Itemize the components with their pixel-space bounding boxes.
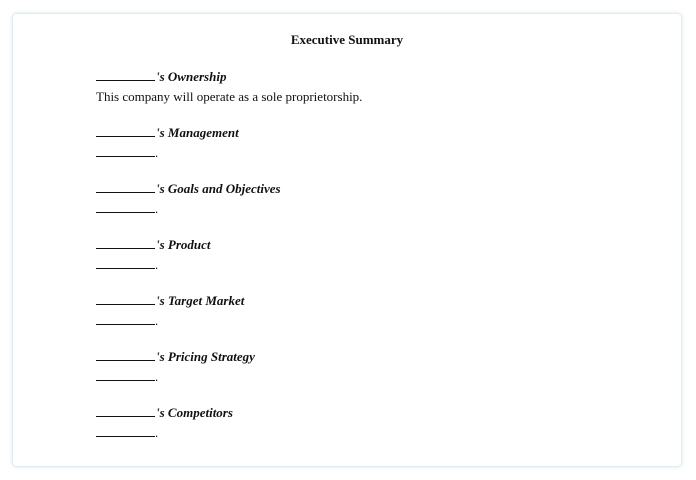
section-body-text: .	[155, 369, 159, 384]
section-heading-text: 's Competitors	[156, 405, 233, 420]
section-goals: 's Goals and Objectives .	[96, 180, 616, 218]
section-heading: 's Competitors	[96, 404, 616, 422]
document-page: Executive Summary 's Ownership This comp…	[13, 14, 681, 466]
document-title: Executive Summary	[290, 32, 404, 47]
fill-in-blank[interactable]	[96, 145, 155, 157]
section-management: 's Management .	[96, 124, 616, 162]
section-body-text: .	[155, 145, 159, 160]
fill-in-blank[interactable]	[96, 125, 155, 137]
section-body: This company will operate as a sole prop…	[96, 89, 363, 104]
section-body: .	[96, 256, 616, 274]
section-heading: 's Goals and Objectives	[96, 180, 616, 198]
section-body-text: .	[155, 201, 159, 216]
fill-in-blank[interactable]	[96, 293, 155, 305]
section-ownership: 's Ownership This company will operate a…	[96, 68, 616, 106]
section-body: .	[96, 424, 616, 442]
section-product: 's Product .	[96, 236, 616, 274]
fill-in-blank[interactable]	[96, 257, 155, 269]
fill-in-blank[interactable]	[96, 405, 155, 417]
section-body-text: .	[155, 425, 159, 440]
section-body-text: .	[155, 257, 159, 272]
section-heading: 's Target Market	[96, 292, 616, 310]
fill-in-blank[interactable]	[96, 201, 155, 213]
section-body: .	[96, 312, 616, 330]
section-body: .	[96, 368, 616, 386]
section-heading-text: 's Management	[156, 125, 239, 140]
section-heading-text: 's Target Market	[156, 293, 245, 308]
section-heading: 's Pricing Strategy	[96, 348, 616, 366]
section-heading-text: 's Goals and Objectives	[156, 181, 281, 196]
fill-in-blank[interactable]	[96, 313, 155, 325]
section-heading: 's Ownership	[96, 68, 616, 86]
fill-in-blank[interactable]	[96, 349, 155, 361]
section-heading-text: 's Product	[156, 237, 211, 252]
section-heading: 's Product	[96, 236, 616, 254]
fill-in-blank[interactable]	[96, 369, 155, 381]
fill-in-blank[interactable]	[96, 425, 155, 437]
fill-in-blank[interactable]	[96, 69, 155, 81]
section-target-market: 's Target Market .	[96, 292, 616, 330]
fill-in-blank[interactable]	[96, 237, 155, 249]
section-heading-text: 's Pricing Strategy	[156, 349, 255, 364]
section-competitors: 's Competitors .	[96, 404, 616, 442]
section-heading-text: 's Ownership	[156, 69, 227, 84]
section-body: .	[96, 200, 616, 218]
section-body-text: .	[155, 313, 159, 328]
fill-in-blank[interactable]	[96, 181, 155, 193]
section-heading: 's Management	[96, 124, 616, 142]
section-body: .	[96, 144, 616, 162]
section-pricing-strategy: 's Pricing Strategy .	[96, 348, 616, 386]
